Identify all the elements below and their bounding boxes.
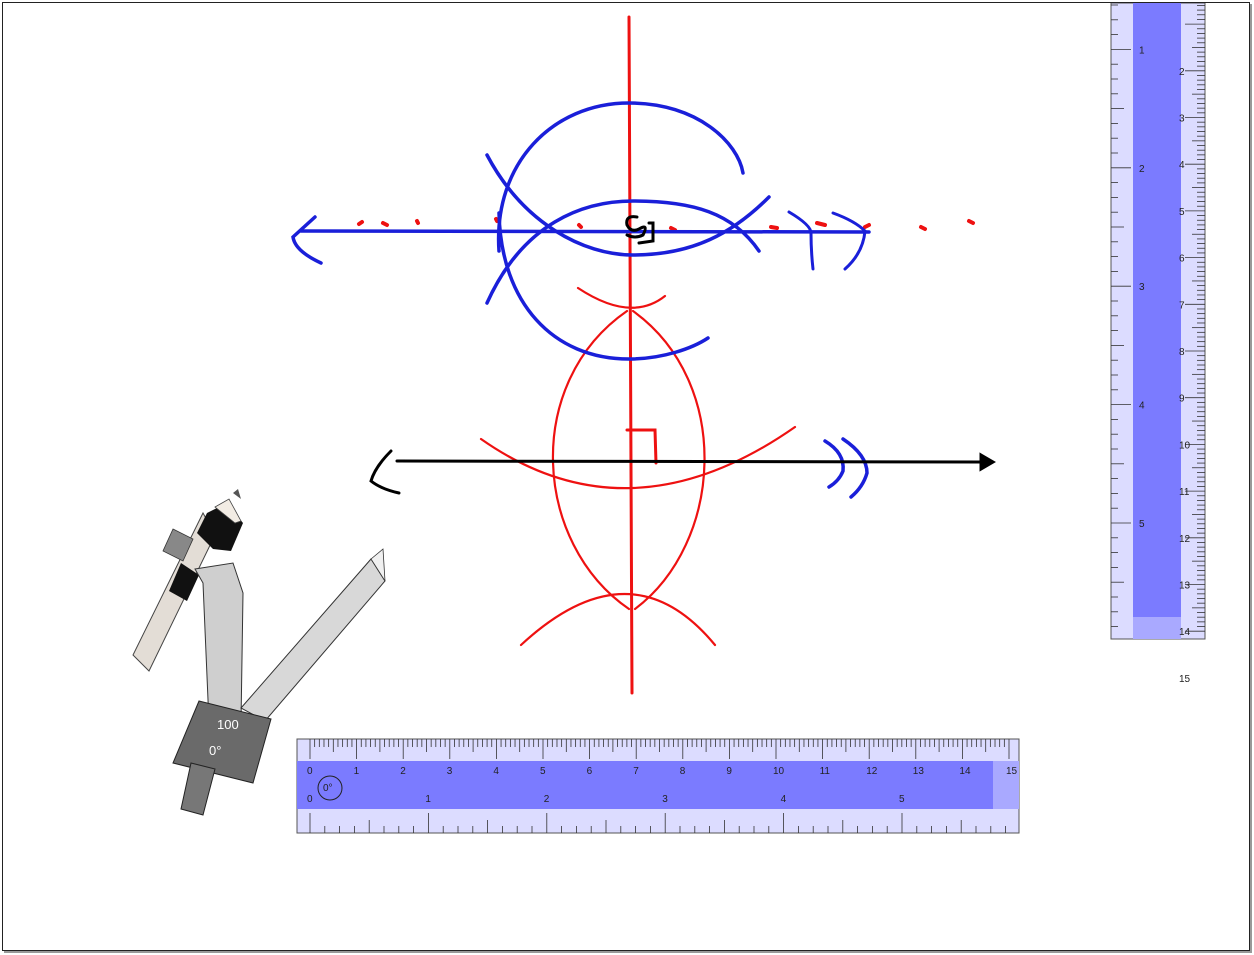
- red-arc-lower: [519, 592, 717, 647]
- ruler-cm-label: 12: [1179, 534, 1191, 545]
- blue-circle-upper: [496, 101, 745, 253]
- black-line-construction: [369, 449, 996, 495]
- ruler-cm-label: 2: [400, 766, 406, 777]
- black-horizontal-line: [395, 459, 985, 464]
- ruler-cm-label: 1: [354, 766, 360, 777]
- compass-angle-label: 0°: [209, 743, 221, 758]
- ruler-cm-label: 11: [1179, 487, 1190, 498]
- blue-right-tick-2: [831, 211, 867, 271]
- ruler-inch-label: 4: [1139, 401, 1145, 412]
- blue-circle-lower: [497, 211, 710, 361]
- ruler-inch-label: 3: [662, 794, 668, 805]
- ruler-angle-icon: [317, 775, 343, 801]
- compass-needle-icon: [240, 558, 386, 722]
- compass-radius-label: 100: [217, 717, 239, 732]
- compass-left-leg: [194, 562, 244, 724]
- ruler-cm-label: 7: [633, 766, 639, 777]
- ruler-cm-label: 14: [1179, 627, 1191, 638]
- ruler-cm-label: 8: [680, 766, 686, 777]
- ruler-cm-label: 11: [820, 766, 831, 777]
- ruler-cm-label: 10: [773, 766, 785, 777]
- black-center-mark: [625, 215, 655, 245]
- ruler-inch-label: 3: [1139, 282, 1145, 293]
- ruler-cm-label: 0: [307, 766, 313, 777]
- ruler-inch-label: 5: [899, 794, 905, 805]
- ruler-cm-label: 2: [1179, 67, 1185, 78]
- ruler-angle-label: 0°: [323, 783, 333, 794]
- ruler-cm-label: 5: [1179, 207, 1185, 218]
- ruler-inch-label: 0: [307, 794, 313, 805]
- ruler-cm-label: 4: [1179, 160, 1185, 171]
- ruler-cm-label: 6: [587, 766, 593, 777]
- ruler-cm-label: 6: [1179, 254, 1185, 265]
- ruler-cm-label: 3: [1179, 114, 1185, 125]
- blue-left-arrowhead: [291, 215, 323, 265]
- ruler-inch-label: 2: [1139, 164, 1145, 175]
- ruler-cm-label: 7: [1179, 300, 1185, 311]
- blue-lens-top: [485, 199, 761, 305]
- ruler-cm-label: 14: [959, 766, 971, 777]
- blue-lens-bottom: [485, 153, 771, 257]
- blue-construction: [291, 101, 871, 499]
- ruler-cm-label: 4: [493, 766, 499, 777]
- ruler-inch-label: 2: [544, 794, 550, 805]
- red-right-angle-mark: [625, 428, 658, 465]
- ruler-cm-label: 12: [866, 766, 878, 777]
- red-arc-upper: [479, 425, 797, 490]
- blue-horizontal-line: [299, 229, 871, 234]
- black-left-arrowhead: [369, 449, 401, 495]
- ruler-cm-label: 10: [1179, 440, 1191, 451]
- compass-tool[interactable]: 100 0°: [132, 489, 386, 816]
- ruler-cm-label: 3: [447, 766, 453, 777]
- ruler-cm-label: 13: [1179, 581, 1191, 592]
- black-right-arrowhead: [979, 452, 996, 472]
- ruler-inch-label: 5: [1139, 519, 1145, 530]
- ruler-cm-label: 13: [913, 766, 925, 777]
- red-dotted-marks: [357, 217, 975, 232]
- ruler-cm-label: 15: [1179, 674, 1191, 685]
- ruler-cm-label: 9: [1179, 394, 1185, 405]
- ruler-inch-label: 4: [781, 794, 787, 805]
- ruler-cm-label: 15: [1006, 766, 1018, 777]
- blue-lower-tick-1: [823, 439, 845, 489]
- red-arc-top-small: [576, 286, 667, 309]
- red-vertical-line: [627, 15, 634, 695]
- blue-right-tick-1: [787, 210, 815, 271]
- ruler-inch-label: 1: [1139, 45, 1145, 56]
- ruler-inch-label: 1: [425, 794, 431, 805]
- ruler-cm-label: 8: [1179, 347, 1185, 358]
- compass-hinge-icon: [172, 700, 272, 784]
- ruler-cm-label: 9: [726, 766, 732, 777]
- blue-lower-tick-2: [841, 437, 869, 499]
- ruler-cm-label: 5: [540, 766, 546, 777]
